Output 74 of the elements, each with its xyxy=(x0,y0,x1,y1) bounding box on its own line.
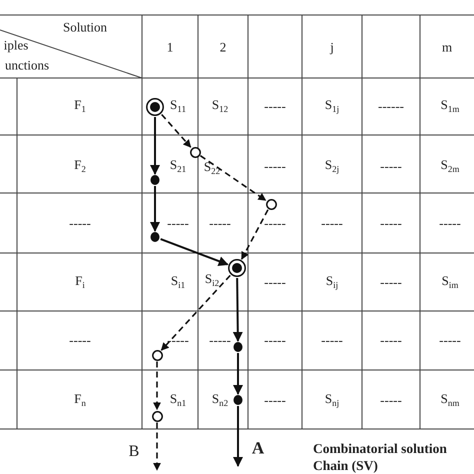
cell-text: ----- xyxy=(69,216,91,230)
column-number: 2 xyxy=(220,40,226,54)
arrow xyxy=(150,186,160,232)
column-number: 1 xyxy=(166,40,174,54)
arrow xyxy=(232,278,243,342)
cell-text: S$_{i1}$ xyxy=(170,274,186,290)
arrow xyxy=(233,406,243,467)
cell-text: S$_{22}$ xyxy=(204,160,220,176)
cell-text: ----- xyxy=(264,276,286,288)
path-label: B xyxy=(128,444,140,460)
cell-text: S$_{im}$ xyxy=(442,274,458,290)
cell-text: ----- xyxy=(167,216,189,230)
double-circle-marker xyxy=(228,259,246,277)
cell-text: S$_{21}$ xyxy=(170,158,186,174)
cell-text: ----- xyxy=(380,160,402,172)
cell-text: ----- xyxy=(209,216,231,230)
cell-text: ----- xyxy=(439,216,461,230)
cell-text: ----- xyxy=(321,216,343,230)
cell-text: S$_{1j}$ xyxy=(324,98,340,114)
cell-text: S$_{12}$ xyxy=(212,98,228,114)
cell-text: ----- xyxy=(439,334,461,346)
cell-text: ----- xyxy=(264,394,286,406)
cell-text: F$_{1}$ xyxy=(74,98,86,114)
cell-text: ----- xyxy=(264,334,286,346)
cell-text: ----- xyxy=(167,334,189,346)
open-circle-marker xyxy=(266,198,276,210)
cell-text: ----- xyxy=(380,276,402,288)
dashed-arrow xyxy=(153,422,161,471)
dashed-arrow xyxy=(240,209,269,260)
column-number: m xyxy=(442,40,452,54)
cell-text: ----- xyxy=(380,394,402,406)
header-label: unctions xyxy=(4,58,50,72)
column-number: j xyxy=(330,40,334,54)
arrow xyxy=(233,353,243,395)
filled-dot-marker xyxy=(233,395,243,405)
cell-text: S$_{11}$ xyxy=(170,98,186,114)
filled-dot-marker xyxy=(233,342,243,352)
cell-text: S$_{nj}$ xyxy=(324,392,340,408)
cell-text: F$_{2}$ xyxy=(74,158,86,174)
chain-caption: Combinatorial solution Chain (SV) xyxy=(313,441,448,474)
cell-text: ----- xyxy=(264,216,286,230)
cell-text: S$_{n2}$ xyxy=(212,392,228,408)
cell-text: ----- xyxy=(380,216,402,230)
cell-text: ----- xyxy=(264,100,286,112)
cell-text: ----- xyxy=(380,334,402,346)
path-label: A xyxy=(252,440,264,456)
open-circle-marker xyxy=(152,410,162,422)
arrow xyxy=(150,117,160,175)
cell-text: F$_{n}$ xyxy=(74,392,86,408)
cell-text: ----- xyxy=(209,334,231,346)
filled-dot-marker xyxy=(150,232,160,242)
cell-text: ------ xyxy=(378,100,404,112)
dashed-arrow xyxy=(161,114,192,148)
arrow xyxy=(160,238,229,266)
open-circle-marker xyxy=(190,146,200,158)
cell-text: ----- xyxy=(264,160,286,172)
cell-text: F$_{i}$ xyxy=(75,274,85,290)
cell-text: S$_{i2}$ xyxy=(204,272,220,288)
dashed-arrow xyxy=(153,362,161,410)
cell-text: S$_{nm}$ xyxy=(440,392,460,408)
cell-text: S$_{2j}$ xyxy=(324,158,340,174)
header-label: Solution xyxy=(62,20,108,34)
double-circle-marker xyxy=(146,98,164,116)
cell-text: ----- xyxy=(321,334,343,346)
open-circle-marker xyxy=(152,350,162,360)
filled-dot-marker xyxy=(150,175,160,185)
cell-text: ----- xyxy=(69,334,91,346)
cell-text: S$_{2m}$ xyxy=(440,158,460,174)
dashed-arrow xyxy=(200,155,266,201)
cell-text: S$_{ij}$ xyxy=(326,274,338,290)
cell-text: S$_{n1}$ xyxy=(170,392,186,408)
dashed-arrow xyxy=(160,274,231,351)
cell-text: S$_{1m}$ xyxy=(440,98,460,114)
header-label: iples xyxy=(4,38,28,52)
